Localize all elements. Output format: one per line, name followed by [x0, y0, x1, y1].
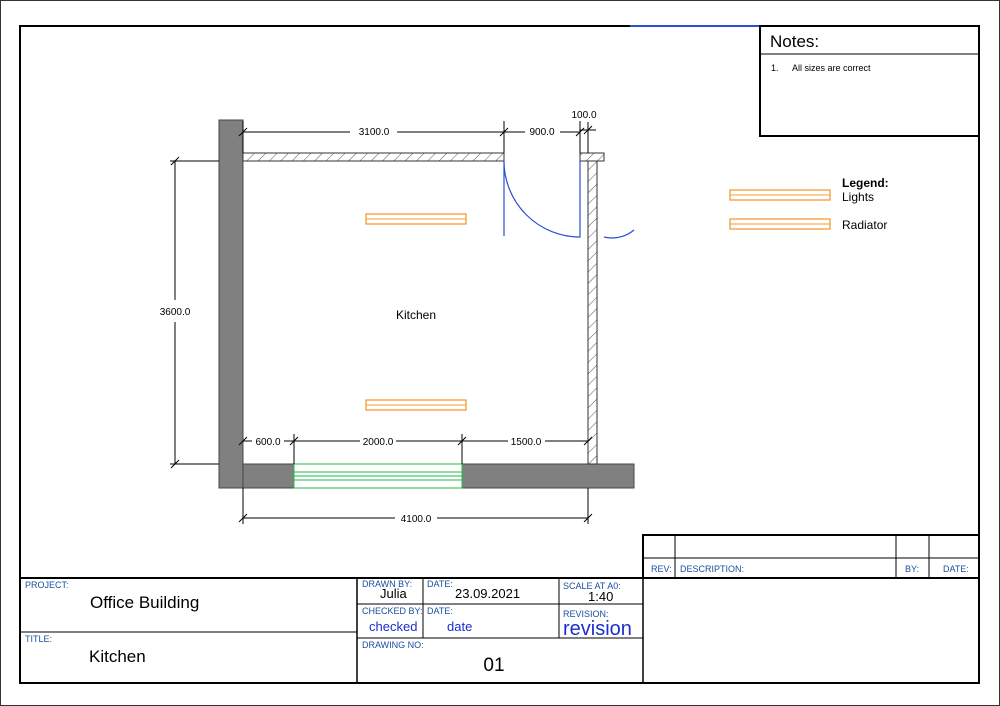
- legend: Legend: Lights Radiator: [729, 176, 889, 232]
- date-label-checked: DATE:: [427, 606, 453, 616]
- door-swing: [503, 160, 581, 238]
- drawn-by-value: Julia: [380, 586, 408, 601]
- revision-label: REVISION:: [563, 609, 609, 619]
- legend-lights-symbol: [729, 189, 831, 201]
- notes-box: Notes: 1. All sizes are correct: [759, 25, 980, 137]
- scale-label: SCALE AT A0:: [563, 581, 621, 591]
- dim-top-wall: 3100.0: [359, 127, 390, 138]
- rev-header: REV:: [651, 564, 672, 574]
- description-header: DESCRIPTION:: [680, 564, 744, 574]
- dimension-lines: [170, 121, 596, 524]
- scale-value: 1:40: [588, 589, 613, 604]
- project-label: PROJECT:: [25, 580, 69, 590]
- note-item-text: All sizes are correct: [792, 63, 871, 73]
- checked-by-value: checked: [369, 619, 417, 634]
- checked-by-label: CHECKED BY:: [362, 606, 423, 616]
- notes-title: Notes:: [770, 32, 819, 51]
- legend-radiator-symbol: [729, 218, 831, 230]
- date-label-drawn: DATE:: [427, 579, 453, 589]
- dim-overall-width: 4100.0: [401, 514, 432, 525]
- date-header: DATE:: [943, 564, 969, 574]
- legend-title: Legend:: [842, 176, 889, 190]
- partition-wall: [587, 160, 598, 465]
- project-value: Office Building: [90, 593, 199, 612]
- title-label: TITLE:: [25, 634, 52, 644]
- drawn-by-label: DRAWN BY:: [362, 579, 412, 589]
- legend-lights-label: Lights: [842, 190, 874, 204]
- drawing-no-label: DRAWING NO:: [362, 640, 424, 650]
- bottom-wall-left: [242, 463, 295, 489]
- bottom-wall-right: [461, 463, 635, 489]
- drawing-no-value: 01: [483, 655, 504, 676]
- radiator-fixture: [365, 399, 467, 411]
- title-block: [19, 577, 980, 684]
- top-wall: [242, 152, 505, 162]
- light-fixture: [365, 213, 467, 225]
- date-value-checked: date: [447, 619, 472, 634]
- legend-radiator-label: Radiator: [842, 218, 887, 232]
- dim-bottom-right: 1500.0: [511, 437, 542, 448]
- left-wall: [218, 119, 244, 489]
- dim-window: 2000.0: [363, 437, 394, 448]
- partition-wall-cap: [579, 152, 605, 162]
- dim-left-height: 3600.0: [160, 307, 191, 318]
- note-item-number: 1.: [771, 63, 779, 73]
- dim-door-width: 900.0: [529, 127, 554, 138]
- dim-bottom-left: 600.0: [255, 437, 280, 448]
- floor-plan: Kitchen: [218, 119, 635, 489]
- room-label: Kitchen: [396, 308, 436, 322]
- date-value-drawn: 23.09.2021: [455, 586, 520, 601]
- by-header: BY:: [905, 564, 919, 574]
- dim-partition: 100.0: [571, 110, 596, 121]
- door-swing-right: [603, 229, 635, 239]
- title-value: Kitchen: [89, 647, 146, 666]
- revision-value: revision: [563, 618, 632, 640]
- window: [293, 463, 463, 489]
